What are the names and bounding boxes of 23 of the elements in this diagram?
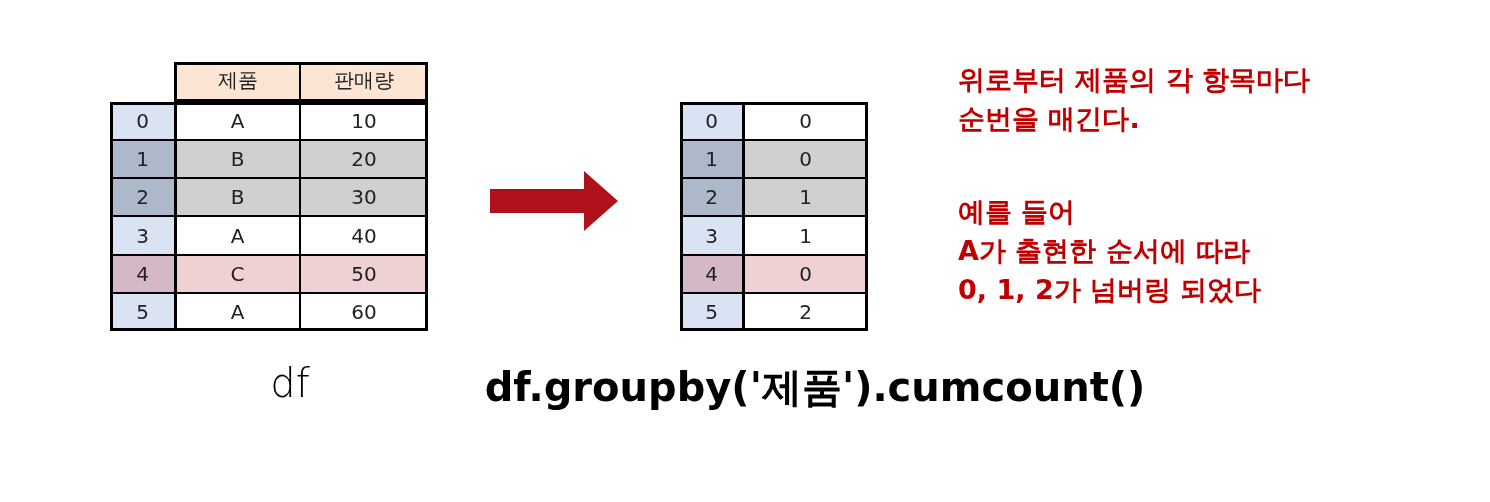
index-cell: 2	[680, 178, 743, 217]
table-cell: 20	[300, 139, 428, 179]
note-text: 예를 들어	[958, 195, 1077, 229]
table-cell: A	[175, 216, 300, 255]
data-table	[110, 62, 428, 331]
table-cell: B	[175, 178, 300, 217]
index-cell: 3	[110, 216, 175, 255]
table-cell: 50	[300, 254, 428, 293]
code-caption: df.groupby('제품').cumcount()	[483, 363, 1147, 412]
table-caption: df	[269, 360, 311, 406]
note-text: 위로부터 제품의 각 항목마다 순번을 매긴다.	[958, 63, 1312, 136]
table-cell: 0	[743, 139, 868, 179]
table-cell: B	[175, 139, 300, 179]
arrow	[490, 171, 618, 231]
table-cell: 1	[743, 216, 868, 255]
index-cell: 2	[110, 178, 175, 217]
table-cell: 0	[743, 254, 868, 293]
table-cell: 30	[300, 178, 428, 217]
note-text: A가 출현한 순서에 따라 0, 1, 2가 넘버링 되었다	[958, 234, 1263, 307]
table-cell: 40	[300, 216, 428, 255]
table-cell: 1	[743, 178, 868, 217]
table-cell: C	[175, 254, 300, 293]
index-cell: 3	[680, 216, 743, 255]
